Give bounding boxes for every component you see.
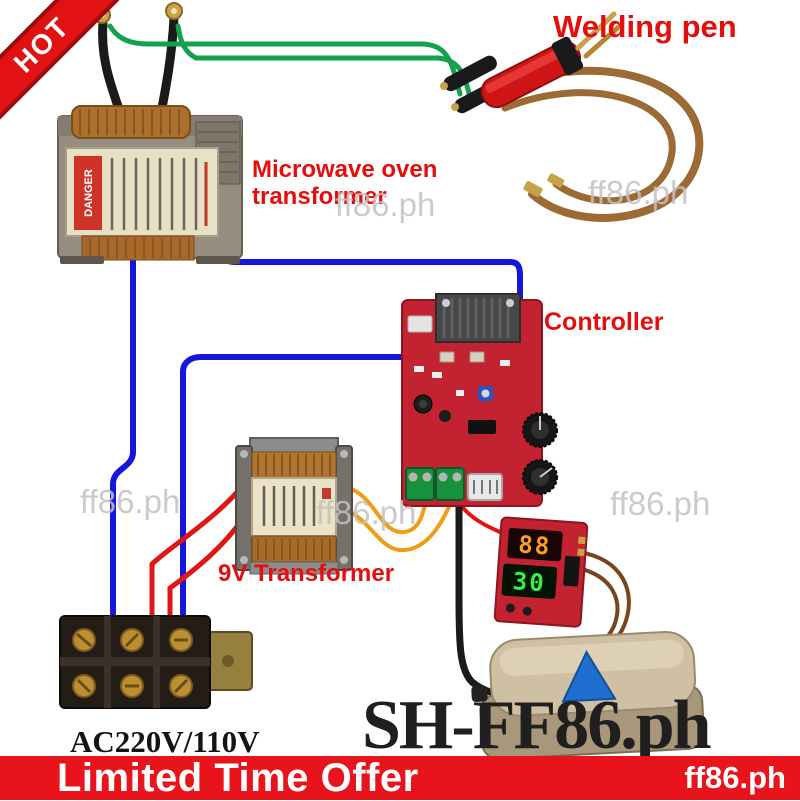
green-wire-2 xyxy=(175,23,474,105)
watermark: ff86.ph xyxy=(588,174,689,211)
pedal-logo-triangle xyxy=(561,650,617,703)
transformer-9v xyxy=(235,437,353,575)
capacitor-small xyxy=(439,410,451,422)
display-module: 88 30 xyxy=(493,516,589,628)
hot-ribbon: HOT xyxy=(0,0,122,122)
welding-pen-label: Welding pen xyxy=(553,9,737,44)
heatsink xyxy=(435,293,521,343)
t9v-coil-top xyxy=(251,451,337,479)
watermark: ff86.ph xyxy=(335,186,436,223)
pen-connector-1 xyxy=(443,55,497,92)
blue-wire-controller xyxy=(180,354,407,621)
green-wire-1 xyxy=(107,23,463,97)
brand-large-text: SH-FF86.ph xyxy=(362,687,712,764)
blue-wire-mains xyxy=(110,253,136,621)
green-terminals xyxy=(405,467,465,501)
watermark: ff86.ph xyxy=(80,483,181,520)
orange-wire-2 xyxy=(340,498,454,553)
time-knob xyxy=(522,459,558,495)
display-button xyxy=(505,603,515,613)
output-connector xyxy=(467,473,503,501)
display-bottom-value: 30 xyxy=(512,567,547,597)
transformer-9v-label: 9V Transformer xyxy=(218,560,395,587)
microwave-label-line2: transformer xyxy=(252,182,387,210)
welding-pen xyxy=(440,11,625,197)
microwave-transformer-label: Microwave oven transformer xyxy=(252,156,438,211)
red-wire-1 xyxy=(149,479,249,621)
banner-brand-text: ff86.ph xyxy=(684,760,786,795)
watermark: ff86.ph xyxy=(316,494,417,531)
promo-banner: Limited Time Offer ff86.ph xyxy=(0,756,800,800)
watermark: ff86.ph xyxy=(610,485,711,522)
offer-text: Limited Time Offer xyxy=(57,755,419,800)
welding-cable-right xyxy=(155,13,179,123)
pen-cable-outer xyxy=(493,66,704,222)
ac-voltage-label: AC220V/110V xyxy=(70,724,260,759)
red-wire-display xyxy=(458,502,502,534)
pen-cable-inner xyxy=(501,89,676,205)
pen-electrode-2 xyxy=(583,21,625,59)
foot-pedal xyxy=(471,630,705,760)
display-button xyxy=(522,606,532,616)
controller-label: Controller xyxy=(544,308,664,336)
microwave-label-line1: Microwave oven xyxy=(252,156,438,183)
danger-text: DANGER xyxy=(83,169,95,217)
pen-electrode-1 xyxy=(575,11,617,51)
display-top-value: 88 xyxy=(517,530,552,560)
microwave-transformer: DANGER xyxy=(57,105,243,264)
pen-handle xyxy=(480,36,584,109)
hot-ribbon-text: HOT xyxy=(0,0,122,122)
controller-board xyxy=(401,293,558,507)
ic-chip xyxy=(468,420,496,434)
terminal-block xyxy=(59,615,253,709)
pedal-cable-gland xyxy=(471,685,488,702)
current-knob xyxy=(522,412,558,448)
t9v-coil-bottom xyxy=(251,535,337,563)
